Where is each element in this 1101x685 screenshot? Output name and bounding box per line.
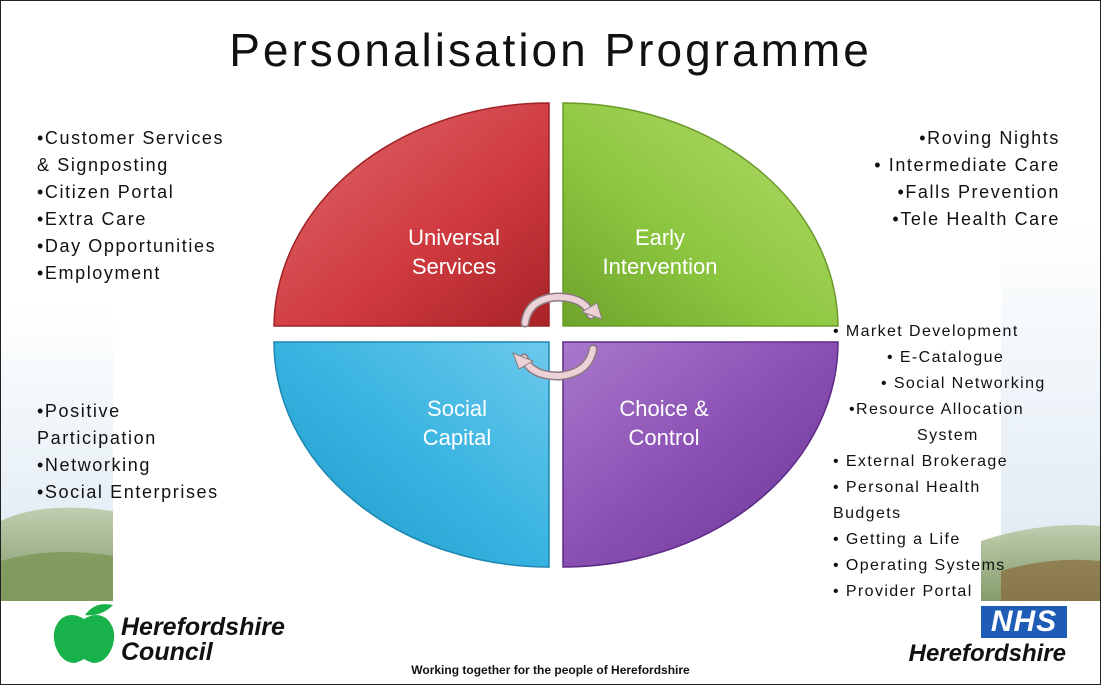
list-item: • Market Development xyxy=(833,323,1019,340)
list-item: •Networking xyxy=(37,455,151,475)
list-item: •Tele Health Care xyxy=(892,209,1060,229)
list-item: •Social Enterprises xyxy=(37,482,219,502)
list-item: •Customer Services xyxy=(37,128,225,148)
council-name-line2: Council xyxy=(121,638,213,666)
list-item: • Social Networking xyxy=(881,375,1046,392)
list-item: Participation xyxy=(37,428,157,448)
list-item: • E-Catalogue xyxy=(887,349,1005,366)
choice-control-list: • Market Development • E-Catalogue • Soc… xyxy=(833,319,1046,605)
list-item: •Resource Allocation xyxy=(849,401,1025,418)
nhs-badge: NHS xyxy=(981,606,1067,638)
footer-tagline: Working together for the people of Heref… xyxy=(411,663,690,677)
label-early-line1: Early xyxy=(635,225,685,250)
list-item: & Signposting xyxy=(37,155,169,175)
label-social-line2: Capital xyxy=(423,425,491,450)
list-item: • Operating Systems xyxy=(833,557,1006,574)
list-item: • Intermediate Care xyxy=(874,155,1060,175)
list-item: •Employment xyxy=(37,263,161,283)
list-item: •Falls Prevention xyxy=(897,182,1060,202)
apple-icon xyxy=(53,604,115,663)
social-capital-list: •Positive Participation •Networking •Soc… xyxy=(37,398,219,506)
label-early-line2: Intervention xyxy=(603,254,718,279)
list-item: •Roving Nights xyxy=(919,128,1060,148)
list-item: Budgets xyxy=(833,505,902,522)
list-item: System xyxy=(917,427,979,444)
list-item: •Extra Care xyxy=(37,209,147,229)
slide-title: Personalisation Programme xyxy=(229,24,872,76)
quadrant-universal-services xyxy=(273,102,550,327)
nhs-trust-name: Herefordshire xyxy=(908,640,1066,667)
list-item: • Personal Health xyxy=(833,479,981,496)
label-choice-line2: Control xyxy=(629,425,700,450)
label-universal-line1: Universal xyxy=(408,225,500,250)
list-item: • External Brokerage xyxy=(833,453,1009,470)
quadrant-social-capital xyxy=(273,341,550,568)
label-universal-line2: Services xyxy=(412,254,496,279)
list-item: •Positive xyxy=(37,401,121,421)
council-name-line1: Herefordshire xyxy=(121,613,285,641)
quadrant-early-intervention xyxy=(562,102,839,327)
early-intervention-list: •Roving Nights • Intermediate Care •Fall… xyxy=(874,125,1060,233)
list-item: • Provider Portal xyxy=(833,583,973,600)
label-choice-line1: Choice & xyxy=(619,396,709,421)
label-social-line1: Social xyxy=(427,396,487,421)
circular-arrows-icon xyxy=(512,292,603,381)
list-item: •Citizen Portal xyxy=(37,182,175,202)
list-item: • Getting a Life xyxy=(833,531,961,548)
universal-services-list: •Customer Services & Signposting •Citize… xyxy=(37,125,224,287)
list-item: •Day Opportunities xyxy=(37,236,217,256)
quadrant-choice-control xyxy=(562,341,839,568)
council-logo-text: Herefordshire Council xyxy=(121,615,285,665)
